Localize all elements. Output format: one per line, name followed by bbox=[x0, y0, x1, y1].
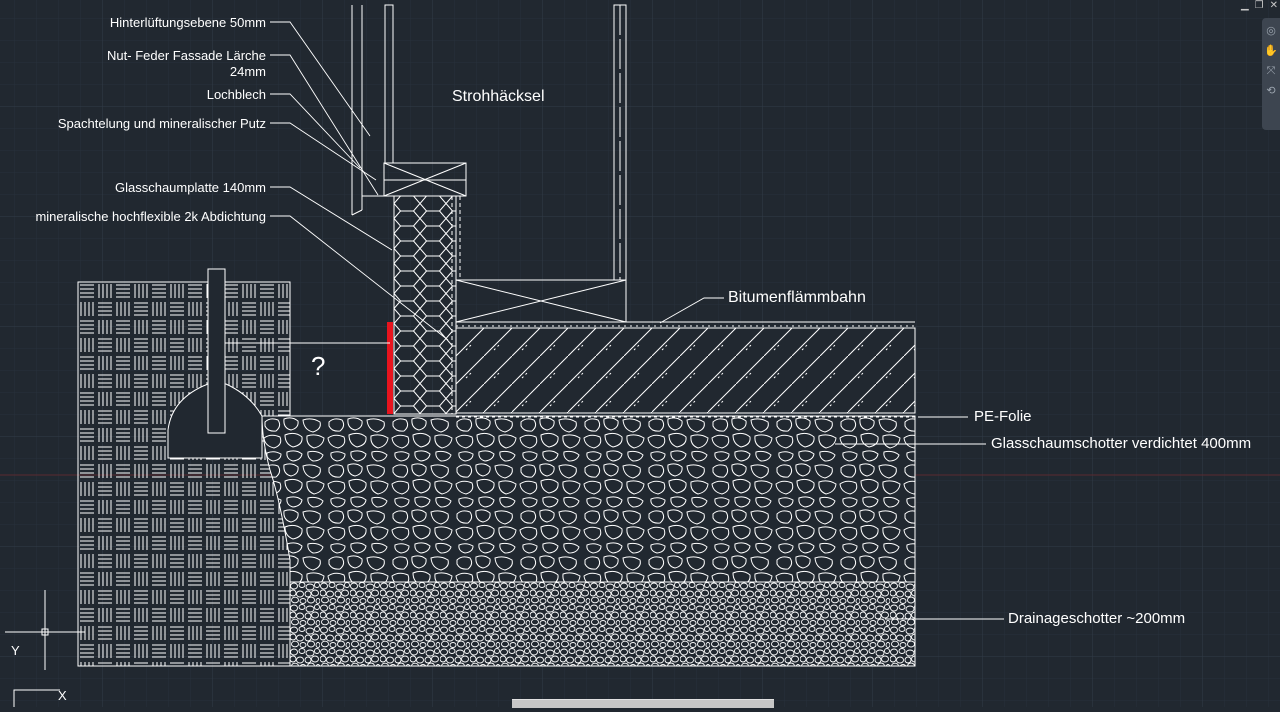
label-pe-foil: PE-Folie bbox=[974, 408, 1032, 425]
label-sealing: mineralische hochflexible 2k Abdichtung bbox=[35, 209, 266, 224]
label-bitumen-membrane: Bitumenflämmbahn bbox=[728, 289, 866, 306]
steering-wheel-icon[interactable]: ◎ bbox=[1266, 25, 1276, 37]
label-foamglass-gravel: Glasschaumschotter verdichtet 400mm bbox=[991, 435, 1252, 452]
zoom-icon[interactable]: ⤧ bbox=[1266, 65, 1276, 77]
pan-icon[interactable]: ✋ bbox=[1264, 45, 1278, 57]
orbit-icon[interactable]: ⟲ bbox=[1266, 85, 1276, 97]
masonry-wall[interactable] bbox=[77, 281, 291, 667]
label-ventilation-layer: Hinterlüftungsebene 50mm bbox=[109, 15, 266, 30]
label-plaster: Spachtelung und mineralischer Putz bbox=[57, 116, 266, 131]
label-perforated-sheet: Lochblech bbox=[206, 87, 266, 102]
label-drainage-gravel: Drainageschotter ~200mm bbox=[1008, 610, 1186, 627]
close-icon[interactable]: ✕ bbox=[1269, 0, 1278, 11]
ucs-icon bbox=[5, 590, 85, 707]
minimize-icon[interactable]: ▁ bbox=[1240, 0, 1249, 11]
ucs-x-label: X bbox=[58, 688, 67, 703]
layout-tab-bar[interactable] bbox=[512, 699, 774, 708]
label-facade-boards: Nut- Feder Fassade Lärche bbox=[107, 48, 266, 63]
leader-lines-right bbox=[659, 297, 1004, 620]
drainage-gravel-layer[interactable] bbox=[289, 581, 916, 667]
waterproofing-highlight[interactable] bbox=[387, 322, 393, 414]
wall-studs[interactable] bbox=[351, 4, 627, 281]
foamglass-gravel-layer[interactable] bbox=[261, 415, 916, 583]
label-foam-glass-board: Glasschaumplatte 140mm bbox=[114, 180, 266, 195]
question-mark: ? bbox=[311, 351, 326, 381]
post-element[interactable] bbox=[167, 268, 390, 459]
foam-glass-board[interactable] bbox=[393, 195, 461, 415]
label-straw-fill: Strohhäcksel bbox=[452, 88, 545, 105]
window-controls: ▁ ❐ ✕ bbox=[1241, 0, 1278, 12]
navigation-bar: ◎ ✋ ⤧ ⟲ bbox=[1262, 18, 1280, 130]
screed-slab[interactable] bbox=[455, 321, 916, 414]
leader-lines-left bbox=[270, 21, 449, 341]
ucs-y-label: Y bbox=[11, 643, 20, 658]
label-facade-thickness: 24mm bbox=[229, 64, 266, 79]
restore-icon[interactable]: ❐ bbox=[1254, 0, 1264, 11]
